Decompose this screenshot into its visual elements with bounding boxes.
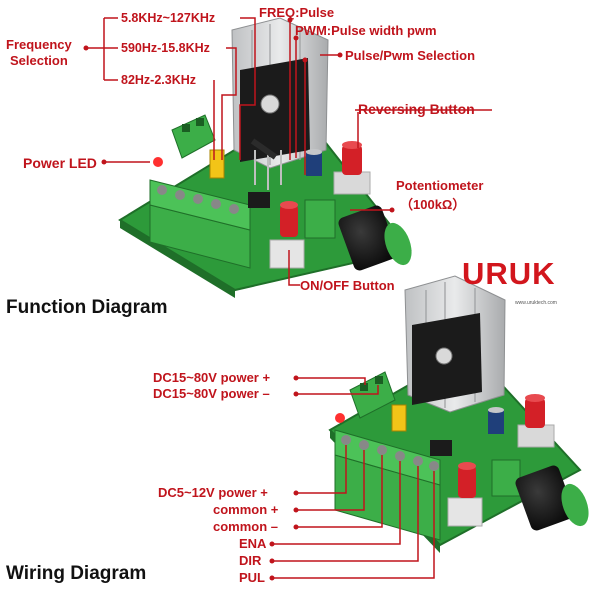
- jumper-bottom: [391, 404, 407, 432]
- potentiometer-bottom: [491, 459, 589, 531]
- power-led-bottom: [335, 413, 345, 423]
- board-top: [118, 17, 412, 298]
- wiring-diagram-heading: Wiring Diagram: [6, 563, 147, 584]
- terminal-label-pul: PUL: [239, 570, 265, 585]
- potentiometer-label: Potentiometer: [396, 178, 484, 193]
- capacitor-bottom: [488, 407, 504, 434]
- potentiometer-top: [304, 199, 412, 271]
- heatsink-top: [231, 17, 329, 190]
- leader-lines-top: [86, 17, 492, 286]
- reversing-button-label: Reversing Button: [358, 101, 475, 117]
- terminal-power-bottom: [349, 371, 396, 419]
- freq-pulse-label: FREQ:Pulse: [259, 5, 335, 20]
- terminal-label-hv-minus: DC15~80V power –: [153, 386, 270, 401]
- capacitor-top: [306, 149, 322, 176]
- board-bottom: [328, 275, 589, 553]
- freq-range-low: 82Hz-2.3KHz: [121, 73, 197, 87]
- terminal-label-common-minus: common –: [213, 519, 279, 534]
- leader-dots-top: [83, 17, 395, 213]
- pulse-pwm-selection-label: Pulse/Pwm Selection: [345, 48, 476, 63]
- diode-top: [250, 138, 278, 160]
- terminal-label-lv-plus: DC5~12V power +: [158, 485, 268, 500]
- function-diagram-heading: Function Diagram: [6, 297, 168, 318]
- freq-range-mid: 590Hz-15.8KHz: [121, 41, 210, 55]
- leader-dots-bottom: [269, 375, 299, 581]
- terminal-block-bottom: [334, 429, 441, 541]
- terminal-label-hv-plus: DC15~80V power +: [153, 370, 271, 385]
- power-led-top: [153, 157, 163, 167]
- reversing-button-bottom: [517, 394, 555, 448]
- leader-lines-bottom: [272, 377, 435, 579]
- pwm-label: PWM:Pulse width pwm: [295, 23, 437, 38]
- terminal-power-top: [171, 114, 216, 159]
- terminal-block-top: [149, 179, 251, 269]
- brand-url: www.uruktech.com: [515, 300, 557, 306]
- brand-logo: URUK: [462, 256, 556, 291]
- reversing-button-top: [333, 141, 371, 195]
- ic-chip-bottom: [430, 440, 452, 456]
- freq-range-high: 5.8KHz~127KHz: [121, 11, 216, 25]
- on-off-button-label: ON/OFF Button: [300, 278, 395, 293]
- terminal-label-ena: ENA: [239, 536, 267, 551]
- frequency-selection-label: Frequency Selection: [6, 37, 72, 68]
- potentiometer-value: （100kΩ）: [400, 197, 466, 212]
- on-off-button-bottom: [447, 462, 483, 527]
- on-off-button-top: [269, 201, 305, 269]
- power-led-label: Power LED: [23, 155, 97, 171]
- terminal-label-common-plus: common +: [213, 502, 279, 517]
- ic-chip-top: [248, 192, 270, 208]
- heatsink-bottom: [404, 275, 506, 413]
- terminal-label-dir: DIR: [239, 553, 262, 568]
